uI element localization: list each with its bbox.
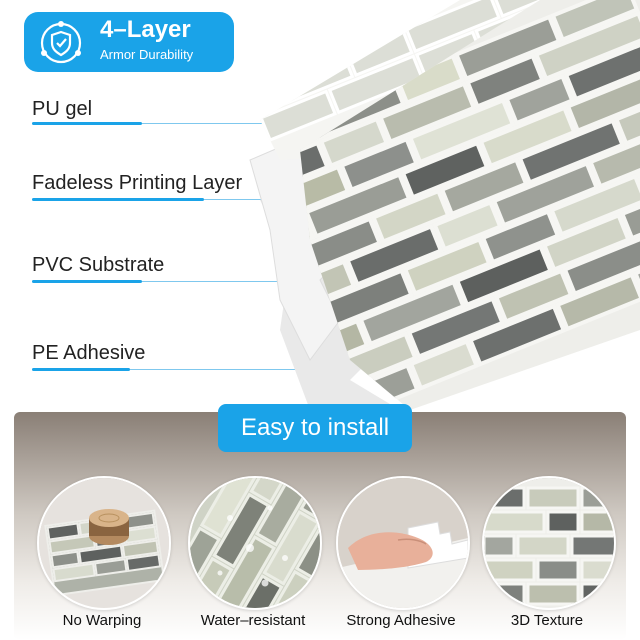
tile-with-wood-block-image bbox=[37, 476, 171, 610]
shield-icon bbox=[36, 18, 86, 68]
badge-title: 4–Layer bbox=[100, 16, 191, 43]
badge-subtitle: Armor Durability bbox=[100, 47, 194, 62]
feature-label-strong-adhesive: Strong Adhesive bbox=[346, 612, 456, 629]
layer-pointer-line bbox=[142, 123, 306, 124]
layer-pointer-line bbox=[130, 369, 306, 370]
feature-label-3d-texture: 3D Texture bbox=[510, 612, 584, 629]
layer-label-pu-gel: PU gel bbox=[32, 98, 93, 120]
layer-label-pvc: PVC Substrate bbox=[32, 254, 165, 276]
water-drops-tile-image bbox=[188, 476, 322, 610]
install-title: Easy to install bbox=[218, 404, 412, 452]
layer-label-printing: Fadeless Printing Layer bbox=[32, 172, 243, 194]
layer-pointer-line bbox=[204, 199, 298, 200]
layer-pointer-line bbox=[142, 281, 308, 282]
layer-underline bbox=[32, 280, 142, 283]
tile-closeup-image bbox=[482, 476, 616, 610]
layer-underline bbox=[32, 368, 130, 371]
tile-layers-image bbox=[240, 0, 640, 410]
feature-label-no-warping: No Warping bbox=[62, 612, 142, 629]
feature-label-water-resistant: Water–resistant bbox=[200, 612, 306, 629]
layer-label-pe-adhesive: PE Adhesive bbox=[32, 342, 146, 364]
layer-underline bbox=[32, 122, 142, 125]
layer-underline bbox=[32, 198, 204, 201]
hand-pressing-tile-image bbox=[336, 476, 470, 610]
